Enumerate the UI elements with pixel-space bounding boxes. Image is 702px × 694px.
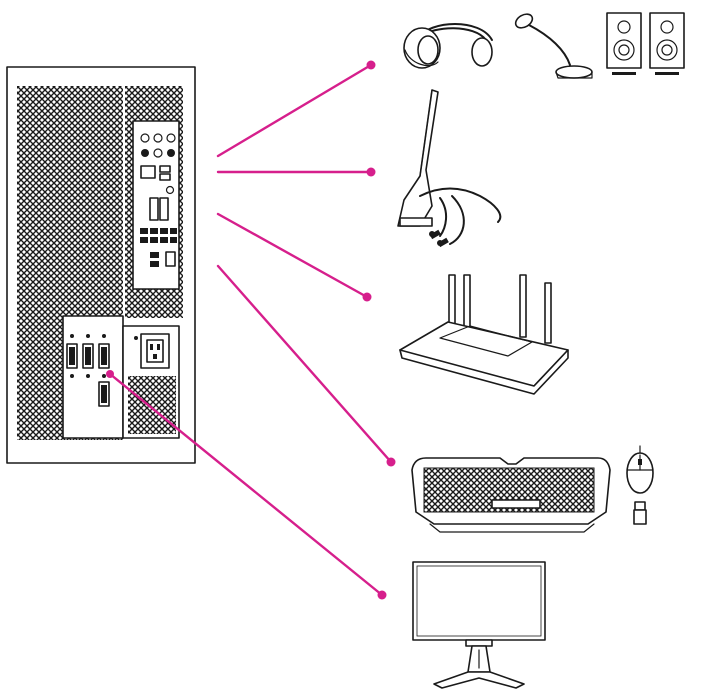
- power-supply: [122, 325, 180, 439]
- desk-microphone-icon: [514, 13, 593, 79]
- monitor-icon: [412, 561, 546, 689]
- pc-case: [6, 66, 196, 464]
- connector-lines: [106, 60, 396, 600]
- speakers-icon: [606, 12, 685, 75]
- headphones-icon: [403, 23, 493, 69]
- mouse-icon: [626, 445, 654, 494]
- wifi-antenna-icon: [397, 89, 502, 248]
- usb-receiver-icon: [633, 501, 647, 525]
- rear-io-panel: [132, 120, 180, 290]
- audio-connector: [216, 63, 373, 158]
- keyboard-connector: [216, 264, 393, 464]
- monitor-connector: [108, 372, 384, 597]
- router-connector: [216, 212, 369, 299]
- keyboard-icon: [411, 457, 611, 533]
- router-icon: [399, 274, 569, 395]
